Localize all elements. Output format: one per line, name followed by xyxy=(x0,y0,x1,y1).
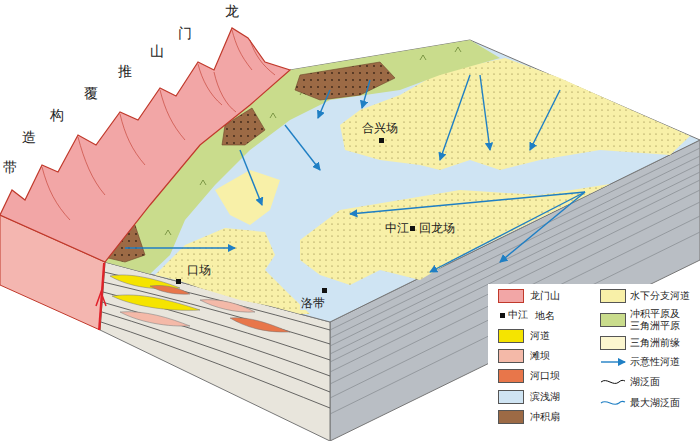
legend-swatch xyxy=(498,349,524,363)
legend-swatch xyxy=(498,289,524,303)
place-name: 口场 xyxy=(186,263,212,277)
belt-name-char: 造 xyxy=(22,130,36,145)
belt-name: 龙门山推覆构造带 xyxy=(0,0,260,180)
legend-text: 滨浅湖 xyxy=(530,391,560,403)
legend-swatch xyxy=(600,336,626,350)
legend-text: 河道 xyxy=(530,330,550,342)
legend-text: 示意性河道 xyxy=(630,356,680,368)
legend-text: 滩坝 xyxy=(530,350,550,362)
legend-swatch xyxy=(600,313,626,327)
place-name: 合兴场 xyxy=(361,121,399,135)
legend-text: 龙门山 xyxy=(530,290,560,302)
legend-sample-text: 中江 xyxy=(507,309,529,321)
legend-text: 湖泛面 xyxy=(630,376,660,388)
place-name: 洛带 xyxy=(300,296,326,310)
legend-text: 冲积扇 xyxy=(530,411,560,423)
belt-name-char: 龙 xyxy=(225,4,239,19)
belt-name-char: 推 xyxy=(118,64,132,79)
belt-name-char: 山 xyxy=(150,44,164,59)
legend-swatch xyxy=(600,289,626,303)
belt-name-char: 门 xyxy=(178,26,192,41)
legend-text: 水下分支河道 xyxy=(630,290,690,302)
belt-name-char: 构 xyxy=(50,108,64,123)
legend-text: 地名 xyxy=(535,310,555,322)
legend-swatch xyxy=(498,390,524,404)
legend-text: 三角洲前缘 xyxy=(630,337,680,349)
legend-text: 冲积平原及三角洲平原 xyxy=(630,308,682,332)
legend-swatch xyxy=(498,329,524,343)
belt-name-char: 带 xyxy=(3,160,17,175)
place-name: 回龙场 xyxy=(418,221,456,235)
place-name: 中江 xyxy=(384,221,410,235)
legend-text: 最大湖泛面 xyxy=(630,397,680,409)
belt-name-char: 覆 xyxy=(84,86,98,101)
legend-text: 河口坝 xyxy=(530,370,560,382)
legend-swatch xyxy=(498,410,524,424)
legend-swatch xyxy=(498,369,524,383)
